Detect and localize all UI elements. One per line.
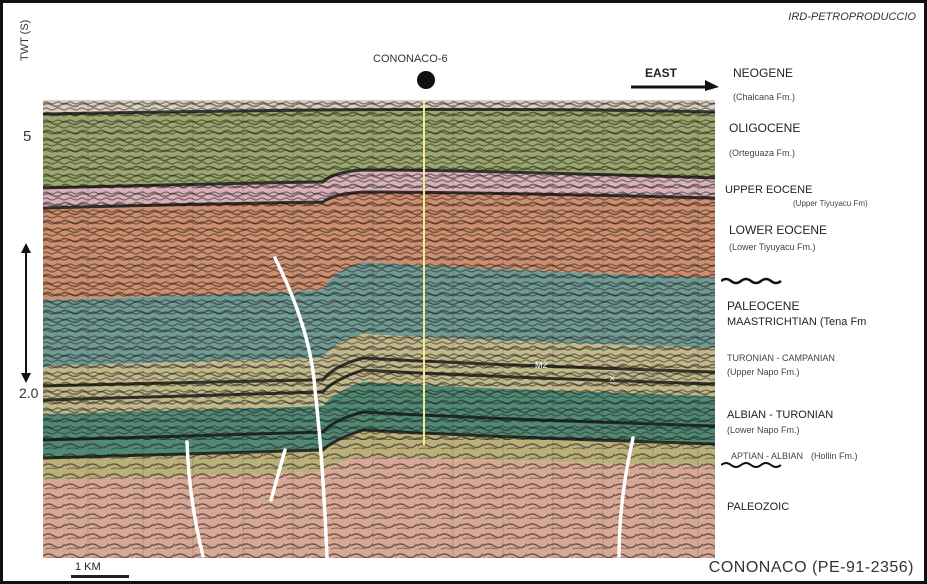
label-paleocene: PALEOCENE xyxy=(727,299,799,313)
axis-tick-bottom: 2.0 xyxy=(19,385,38,401)
well-name: CONONACO-6 xyxy=(373,53,448,65)
label-lower-tiyuyacu: (Lower Tiyuyacu Fm.) xyxy=(729,242,816,252)
label-oligocene: OLIGOCENE xyxy=(729,121,800,135)
vertical-double-arrow-icon xyxy=(21,243,31,383)
scale-bar xyxy=(71,575,129,578)
label-neogene: NEOGENE xyxy=(733,66,793,80)
unconformity-wavy-icon xyxy=(721,461,791,469)
axis-label: TWT (S) xyxy=(19,20,31,61)
label-albian-turonian: ALBIAN - TURONIAN xyxy=(727,409,833,421)
axis-tick-top: 5 xyxy=(23,128,31,145)
label-paleozoic: PALEOZOIC xyxy=(727,501,789,513)
label-lower-eocene: LOWER EOCENE xyxy=(729,223,827,237)
label-chalcana: (Chalcana Fm.) xyxy=(733,92,795,102)
east-arrow-icon xyxy=(631,73,719,91)
label-turonian-campanian: TURONIAN - CAMPANIAN xyxy=(727,353,835,363)
scale-label: 1 KM xyxy=(75,561,101,573)
seismic-section: M2 × xyxy=(43,100,715,558)
svg-text:×: × xyxy=(609,373,615,385)
well-marker-icon xyxy=(417,71,435,89)
svg-text:M2: M2 xyxy=(535,360,548,370)
label-aptian-albian: APTIAN - ALBIAN xyxy=(731,451,803,461)
unconformity-wavy-icon xyxy=(721,277,791,285)
section-title: CONONACO (PE-91-2356) xyxy=(709,559,914,577)
label-upper-napo: (Upper Napo Fm.) xyxy=(727,367,800,377)
agency-label: IRD-PETROPRODUCCIO xyxy=(788,11,916,23)
label-orteguaza: (Orteguaza Fm.) xyxy=(729,148,795,158)
label-hollin: (Hollin Fm.) xyxy=(811,451,858,461)
label-upper-tiyuyacu: (Upper Tiyuyacu Fm) xyxy=(793,199,868,208)
label-maastrichtian: MAASTRICHTIAN (Tena Fm xyxy=(727,316,866,328)
label-lower-napo: (Lower Napo Fm.) xyxy=(727,425,800,435)
label-upper-eocene: UPPER EOCENE xyxy=(725,184,812,196)
